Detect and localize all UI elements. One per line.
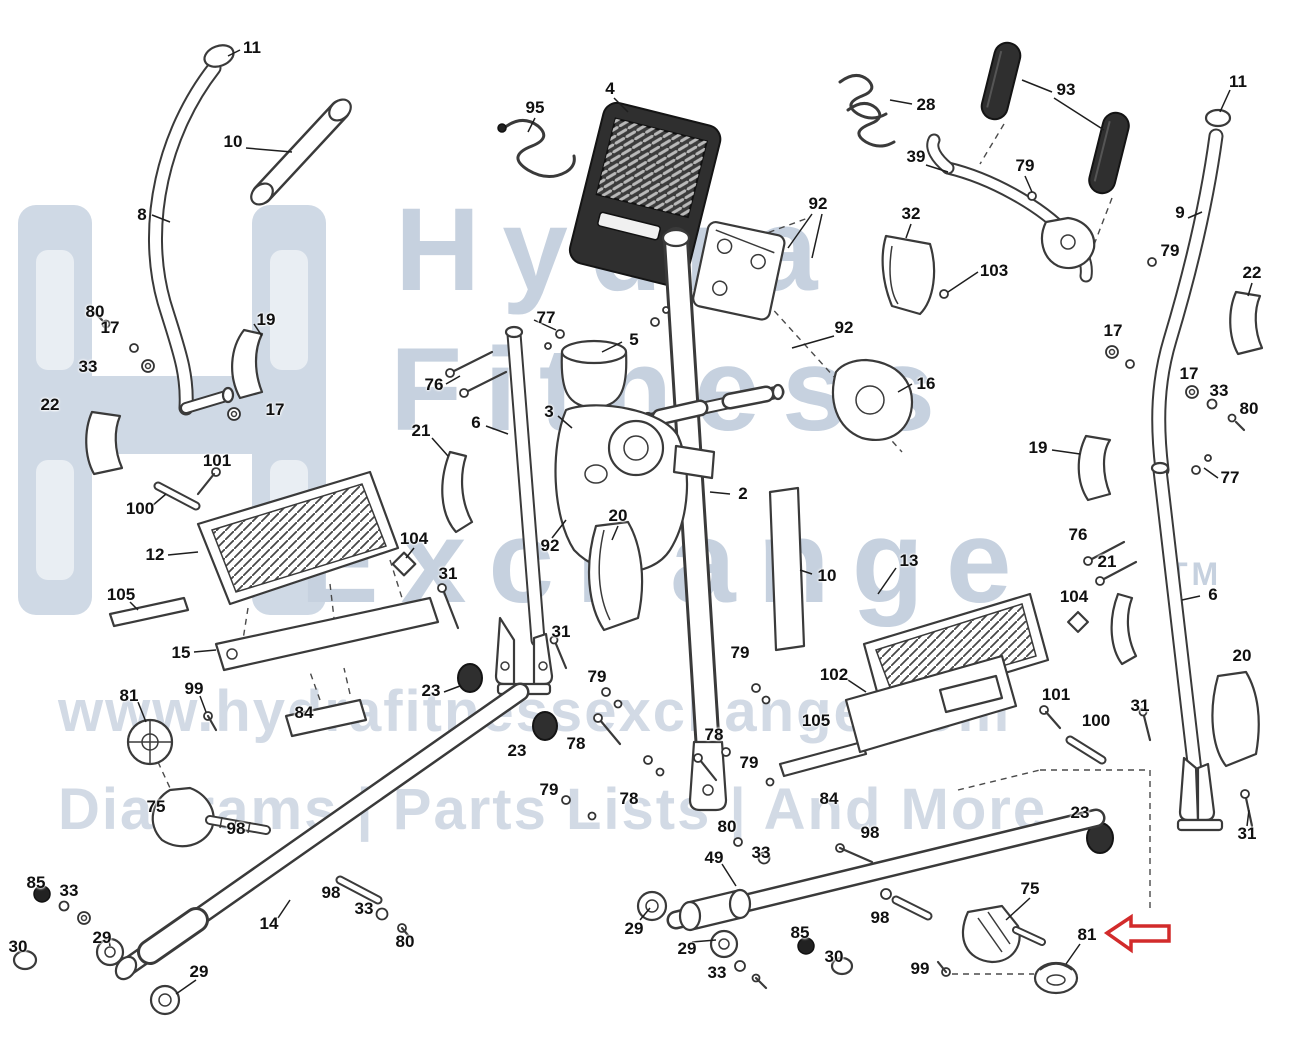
spacer-104-right bbox=[1067, 611, 1089, 633]
fasteners-right bbox=[939, 191, 1254, 828]
leader-lines bbox=[107, 49, 1253, 995]
spacer-104-left bbox=[391, 551, 417, 577]
roller-23-a bbox=[457, 663, 483, 693]
screws-76-left bbox=[445, 350, 508, 398]
console bbox=[568, 101, 722, 288]
bracket-22-left bbox=[85, 410, 124, 476]
tube-10-right bbox=[768, 486, 806, 652]
handle-axle bbox=[641, 383, 785, 429]
right-rail bbox=[636, 808, 1106, 990]
plate-84-left bbox=[284, 698, 368, 738]
main-mast bbox=[661, 227, 728, 812]
crank-housing bbox=[554, 404, 716, 573]
bracket-22-right bbox=[1229, 290, 1264, 356]
clips-28 bbox=[838, 74, 896, 148]
plate-84-right bbox=[938, 674, 1004, 714]
roller-23-b bbox=[532, 711, 558, 741]
foam-grips bbox=[980, 41, 1130, 195]
shield-20-right bbox=[1211, 670, 1260, 768]
left-rail bbox=[12, 682, 530, 1016]
right-handlebar bbox=[926, 133, 1096, 283]
left-upright-tube bbox=[494, 325, 554, 696]
fasteners-left bbox=[92, 306, 670, 670]
bracket-19-right bbox=[1077, 434, 1112, 502]
cup-holder bbox=[560, 339, 628, 410]
fasteners-mid bbox=[561, 683, 874, 865]
pedal-arm-left bbox=[214, 596, 440, 672]
pivot-16 bbox=[832, 358, 914, 441]
left-pedal bbox=[196, 470, 400, 606]
plate-102 bbox=[844, 654, 1018, 754]
bracket-32 bbox=[881, 234, 936, 316]
tube-10-left bbox=[250, 98, 352, 206]
shield-20-left bbox=[587, 520, 644, 632]
right-upright-tube bbox=[1150, 461, 1224, 832]
bracket-19-left bbox=[231, 328, 264, 400]
watermark-tagline: Diagrams | Parts Lists | And More bbox=[58, 777, 1048, 842]
strip-105-right bbox=[778, 740, 868, 778]
strip-105-left bbox=[108, 596, 190, 628]
left-crank-group bbox=[126, 711, 271, 848]
trim-21-left bbox=[441, 450, 474, 534]
console-bracket bbox=[692, 220, 786, 321]
highlight-arrow bbox=[1103, 913, 1171, 954]
screws-76-right bbox=[1083, 454, 1212, 586]
wire-95 bbox=[497, 119, 576, 178]
right-post bbox=[1151, 108, 1232, 478]
left-handlebar bbox=[148, 44, 235, 416]
right-crank-group bbox=[936, 904, 1079, 995]
trim-21-right bbox=[1110, 592, 1138, 666]
